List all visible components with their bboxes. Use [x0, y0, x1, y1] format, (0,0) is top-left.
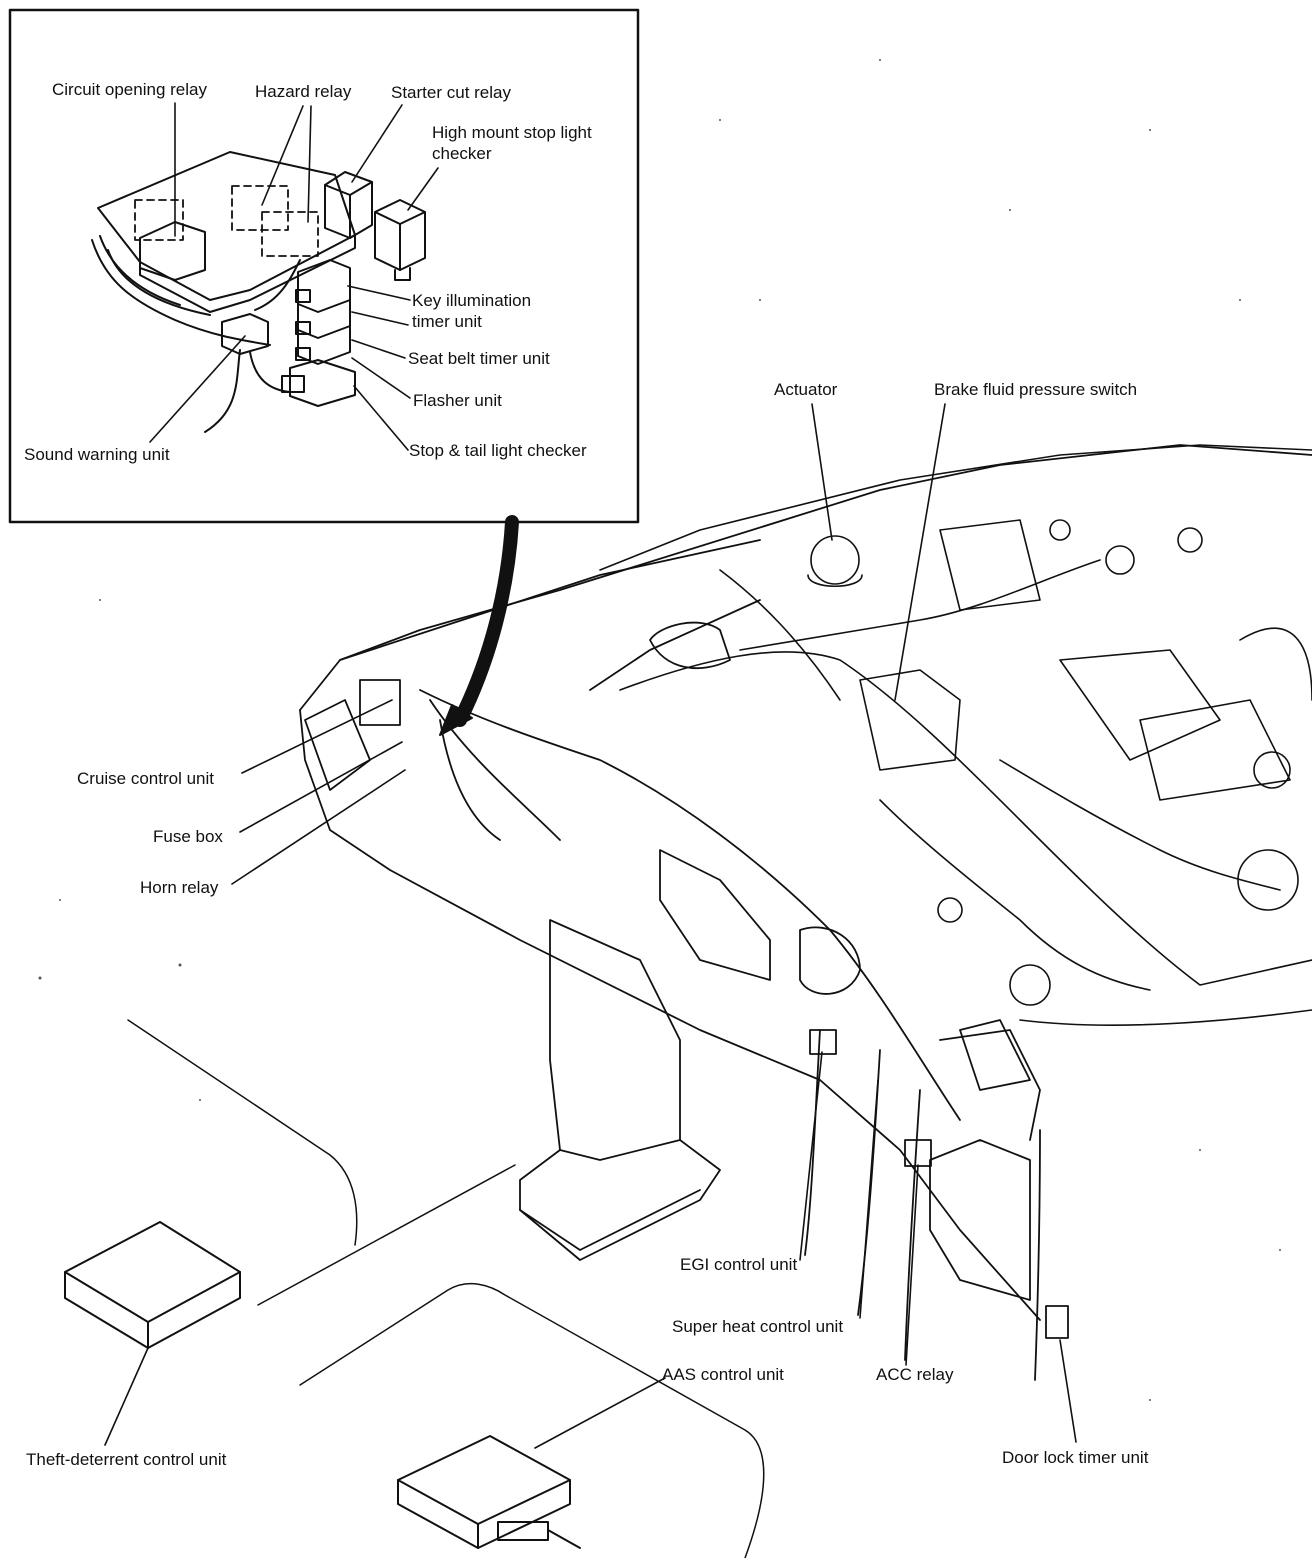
label-fuse-box: Fuse box — [153, 827, 223, 846]
label-cruise-control-unit: Cruise control unit — [77, 769, 215, 788]
label-starter-cut-relay: Starter cut relay — [391, 83, 511, 102]
label-stop-tail-light-checker: Stop & tail light checker — [409, 441, 587, 460]
engine-bay-drawing — [599, 444, 1312, 1026]
main-leader-lines — [104, 403, 1077, 1449]
inset-relay-box — [91, 151, 426, 433]
theft-deterrent-control-unit-shape — [64, 1221, 241, 1349]
label-egi-control-unit: EGI control unit — [680, 1255, 798, 1274]
label-theft-deterrent-control-unit: Theft-deterrent control unit — [26, 1450, 227, 1469]
label-sound-warning-unit: Sound warning unit — [24, 445, 170, 464]
label-flasher-unit: Flasher unit — [413, 391, 502, 410]
label-seat-belt-timer-unit: Seat belt timer unit — [408, 349, 550, 368]
aas-control-unit-shape — [397, 1435, 581, 1549]
label-circuit-opening-relay: Circuit opening relay — [52, 80, 207, 99]
label-horn-relay: Horn relay — [140, 878, 219, 897]
label-acc-relay: ACC relay — [876, 1365, 954, 1384]
scan-speckles — [38, 59, 1281, 1401]
callout-arrow — [453, 515, 519, 727]
label-brake-fluid-pressure-switch: Brake fluid pressure switch — [934, 380, 1138, 399]
label-high-mount-stop-light-checker: High mount stop light checker — [432, 123, 592, 164]
label-actuator: Actuator — [774, 380, 838, 399]
label-aas-control-unit: AAS control unit — [662, 1365, 784, 1384]
label-key-illumination-timer-unit: Key illumination timer unit — [412, 291, 532, 332]
label-door-lock-timer-unit: Door lock timer unit — [1002, 1448, 1149, 1467]
label-hazard-relay: Hazard relay — [255, 82, 352, 101]
label-super-heat-control-unit: Super heat control unit — [672, 1317, 844, 1336]
dashboard-drawing — [299, 444, 1312, 1381]
inset-leader-lines — [149, 102, 439, 451]
inset-frame — [8, 8, 640, 524]
floor-outlines — [127, 1019, 765, 1558]
